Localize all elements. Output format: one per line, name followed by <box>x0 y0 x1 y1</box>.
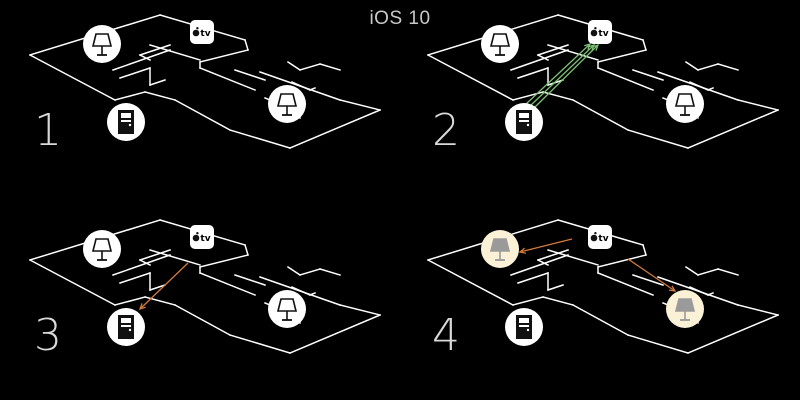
lamp-icon-bg <box>83 25 121 63</box>
step-number: 2 <box>432 105 460 156</box>
command-arrow <box>138 262 189 311</box>
command-arrow <box>518 238 573 254</box>
lamp-icon-bg <box>268 85 306 123</box>
apple-tv-label: tv <box>200 29 210 39</box>
command-arrow <box>627 258 677 292</box>
lamp-icon-bg <box>481 25 519 63</box>
apple-tv-icon: tv <box>588 225 612 249</box>
lamp-icon-bg <box>83 230 121 268</box>
apple-tv-label: tv <box>598 234 608 244</box>
floor-plan <box>426 219 779 354</box>
apple-tv-label: tv <box>200 234 210 244</box>
step-number: 1 <box>34 105 62 156</box>
lamp-icon <box>489 33 511 56</box>
lamp-icon <box>276 298 298 321</box>
lamp-icon <box>91 33 113 56</box>
door-sensor-icon <box>516 110 532 134</box>
lamp-icon <box>489 238 511 261</box>
apple-tv-label: tv <box>598 29 608 39</box>
door-sensor-icon <box>516 315 532 339</box>
lamp-icon <box>674 298 696 321</box>
step-number: 4 <box>432 310 460 361</box>
signal-arrow <box>529 43 596 107</box>
apple-tv-icon: tv <box>190 20 214 44</box>
lamp-icon <box>91 238 113 261</box>
step-number: 3 <box>34 310 62 361</box>
apple-tv-icon: tv <box>190 225 214 249</box>
panel-step-3: 3 tv <box>28 219 381 361</box>
panel-step-4: 4 tv <box>426 219 779 361</box>
signal-arrow <box>533 43 600 109</box>
apple-tv-icon: tv <box>588 20 612 44</box>
lamp-icon <box>276 93 298 116</box>
lamp-icon <box>674 93 696 116</box>
panel-step-2: 2 tv <box>426 14 779 156</box>
door-sensor-icon <box>118 110 134 134</box>
lamp-icon-bg <box>268 290 306 328</box>
signal-arrow <box>525 42 592 105</box>
door-sensor-icon <box>118 315 134 339</box>
panel-step-1: 1 tv <box>28 14 381 156</box>
page-title: iOS 10 <box>369 8 431 29</box>
lamp-icon-bg <box>666 85 704 123</box>
